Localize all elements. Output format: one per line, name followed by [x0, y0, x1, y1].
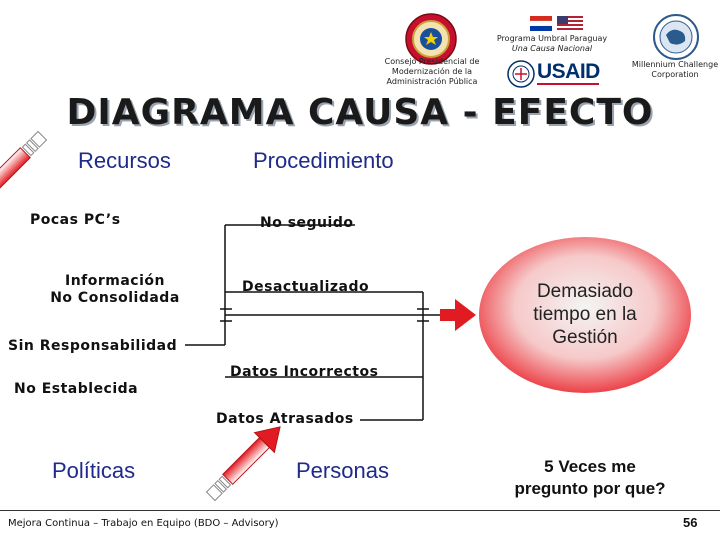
consejo-line-3: Administración Pública — [386, 77, 478, 86]
cause-no-establecida: No Establecida — [14, 381, 139, 397]
cause-desactualizado: Desactualizado — [242, 279, 370, 295]
category-politicas: Políticas — [52, 458, 136, 483]
effect-line-3: Gestión — [552, 327, 618, 348]
page-number: 56 — [683, 515, 698, 530]
cause-informacion-line-2: No Consolidada — [50, 290, 180, 306]
usaid-underline — [537, 83, 599, 85]
page-title: DIAGRAMA CAUSA - EFECTO — [66, 92, 654, 133]
personas-arrow-icon — [205, 426, 281, 502]
question-line-2: pregunto por que? — [514, 479, 666, 498]
question-line-1: 5 Veces me — [544, 457, 636, 476]
category-personas: Personas — [296, 458, 389, 483]
cause-sin-responsabilidad: Sin Responsabilidad — [8, 338, 178, 354]
cause-pocas-pcs: Pocas PC’s — [30, 212, 121, 228]
effect-label: Demasiado tiempo en la Gestión — [500, 280, 670, 349]
category-procedimiento: Procedimiento — [253, 148, 394, 173]
millennium-text: Millennium Challenge Corporation — [630, 60, 720, 80]
millennium-line-1: Millennium Challenge — [631, 60, 719, 69]
effect-circle — [479, 237, 691, 393]
flags-icon — [530, 16, 583, 31]
consejo-line-1: Consejo Presidencial de — [384, 57, 480, 66]
category-recursos: Recursos — [78, 148, 171, 173]
usaid-logo: USAID — [537, 60, 600, 83]
effect-line-1: Demasiado — [536, 281, 634, 302]
usaid-seal-icon — [507, 60, 535, 88]
spine-arrowhead — [440, 299, 476, 331]
footer-divider — [0, 510, 720, 511]
recursos-arrow-icon — [0, 130, 48, 196]
program-text: Programa Umbral Paraguay Una Causa Nacio… — [492, 34, 612, 54]
program-line-2: Una Causa Nacional — [511, 44, 593, 53]
consejo-seal-logo — [405, 13, 457, 65]
question-label: 5 Veces me pregunto por que? — [490, 456, 690, 500]
consejo-text: Consejo Presidencial de Modernización de… — [378, 57, 486, 87]
cause-no-seguido: No seguido — [260, 215, 354, 231]
cause-informacion: Información No Consolidada — [30, 273, 200, 307]
millennium-line-2: Corporation — [651, 70, 699, 79]
effect-line-2: tiempo en la — [533, 304, 637, 325]
consejo-line-2: Modernización de la — [391, 67, 473, 76]
cause-informacion-line-1: Información — [64, 273, 165, 289]
program-line-1: Programa Umbral Paraguay — [496, 34, 608, 43]
cause-datos-atrasados: Datos Atrasados — [216, 411, 354, 427]
millennium-seal-logo — [653, 14, 699, 60]
footer-text: Mejora Continua – Trabajo en Equipo (BDO… — [8, 518, 279, 529]
cause-datos-incorrectos: Datos Incorrectos — [230, 364, 379, 380]
